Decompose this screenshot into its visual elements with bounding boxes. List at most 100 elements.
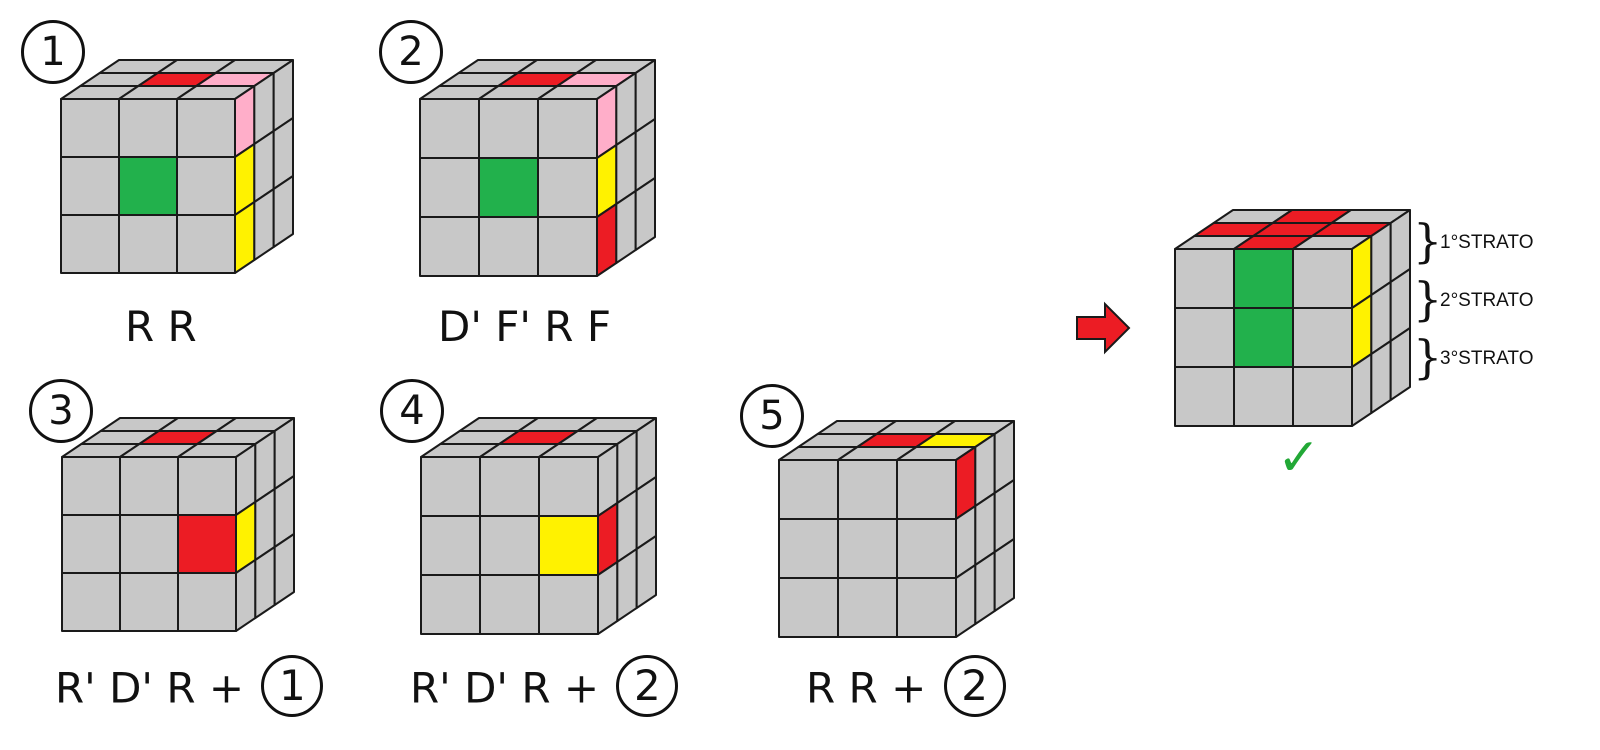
- step-4-front-sticker: [479, 456, 540, 517]
- step-5-front-sticker: [896, 459, 957, 520]
- step-1-front-sticker: [176, 98, 236, 158]
- step-1-badge: 1: [21, 20, 85, 84]
- step-2-right-sticker: [596, 203, 618, 277]
- step-3-front-sticker: [177, 572, 237, 632]
- step-3-right-sticker: [254, 546, 276, 619]
- step-1-front-sticker: [60, 98, 120, 158]
- step-4-front-sticker: [538, 574, 599, 635]
- result-front-sticker: [1174, 248, 1235, 309]
- step-1-front-sticker: [176, 156, 236, 216]
- step-3-front-sticker: [61, 456, 121, 516]
- step-3-badge: 3: [29, 379, 93, 443]
- step-3-front-sticker: [177, 456, 237, 516]
- result-front-sticker: [1233, 307, 1294, 368]
- step-3-front-sticker: [61, 514, 121, 574]
- step-4-algorithm-text: R' D' R +: [410, 663, 600, 713]
- step-4-front-sticker: [538, 456, 599, 517]
- step-1-front-sticker: [60, 156, 120, 216]
- step-3-right-sticker: [235, 559, 257, 632]
- step-1-front-sticker: [118, 156, 178, 216]
- right-arrow-icon: [1076, 301, 1131, 355]
- result-front-sticker: [1292, 248, 1353, 309]
- result-front-sticker: [1233, 366, 1294, 427]
- step-2-right-sticker: [634, 177, 656, 251]
- result-right-sticker: [1389, 327, 1411, 401]
- result-front-sticker: [1292, 366, 1353, 427]
- step-3-front-sticker: [119, 572, 179, 632]
- step-2-front-sticker: [537, 157, 598, 218]
- step-1-front-sticker: [118, 98, 178, 158]
- step-2-algorithm-text: D' F' R F: [438, 302, 611, 351]
- step-2-front-sticker: [419, 98, 480, 159]
- step-5-ref-badge: 2: [943, 655, 1006, 717]
- step-2-front-sticker: [478, 157, 539, 218]
- checkmark-icon: ✓: [1277, 428, 1321, 488]
- layer-3-label: 3°STRATO: [1440, 348, 1534, 369]
- step-1-front-sticker: [60, 214, 120, 274]
- step-5-algorithm-text: R R +: [806, 663, 927, 713]
- step-4-algorithm: R' D' R + 2: [410, 655, 679, 722]
- step-2-front-sticker: [478, 216, 539, 277]
- step-1-algorithm: R R: [125, 306, 197, 348]
- result-front-sticker: [1174, 307, 1235, 368]
- layer-2-brace: }: [1413, 272, 1443, 326]
- step-1-right-sticker: [253, 188, 275, 261]
- result-right-sticker: [1370, 340, 1392, 414]
- step-5-badge: 5: [740, 384, 804, 448]
- step-3-front-sticker: [61, 572, 121, 632]
- step-2-front-sticker: [478, 98, 539, 159]
- step-4-right-sticker: [597, 561, 619, 635]
- step-4-front-sticker: [420, 515, 481, 576]
- step-2-badge: 2: [379, 20, 443, 84]
- result-front-sticker: [1292, 307, 1353, 368]
- step-4-right-sticker: [616, 548, 638, 622]
- result-right-sticker: [1351, 353, 1373, 427]
- step-3-right-sticker: [273, 533, 295, 606]
- step-2-front-sticker: [537, 216, 598, 277]
- step-4-ref-badge: 2: [616, 655, 679, 717]
- step-3-front-sticker: [119, 514, 179, 574]
- step-3-ref-badge: 1: [261, 655, 324, 717]
- result-front-sticker: [1233, 248, 1294, 309]
- step-2-algorithm: D' F' R F: [438, 306, 611, 348]
- step-4-front-sticker: [538, 515, 599, 576]
- step-5-right-sticker: [955, 564, 977, 638]
- step-3-algorithm-text: R' D' R +: [55, 663, 245, 713]
- step-1-algorithm-text: R R: [125, 302, 197, 351]
- step-5-front-sticker: [896, 518, 957, 579]
- layer-1-label: 1°STRATO: [1440, 232, 1534, 253]
- step-5-front-sticker: [896, 577, 957, 638]
- step-2-front-sticker: [537, 98, 598, 159]
- step-5-front-sticker: [837, 459, 898, 520]
- step-4-right-sticker: [635, 535, 657, 609]
- layer-2-label: 2°STRATO: [1440, 290, 1534, 311]
- layer-1-brace: }: [1413, 214, 1443, 268]
- step-4-badge: 4: [380, 379, 444, 443]
- step-1-right-sticker: [272, 175, 294, 248]
- step-5-front-sticker: [778, 518, 839, 579]
- step-4-front-sticker: [420, 574, 481, 635]
- step-5-front-sticker: [837, 577, 898, 638]
- step-1-front-sticker: [176, 214, 236, 274]
- step-2-right-sticker: [615, 190, 637, 264]
- step-3-front-sticker: [177, 514, 237, 574]
- step-5-right-sticker: [993, 538, 1015, 612]
- step-4-front-sticker: [420, 456, 481, 517]
- step-3-front-sticker: [119, 456, 179, 516]
- step-4-front-sticker: [479, 574, 540, 635]
- result-front-sticker: [1174, 366, 1235, 427]
- step-1-right-sticker: [234, 201, 256, 274]
- step-3-algorithm: R' D' R + 1: [55, 655, 324, 722]
- step-1-front-sticker: [118, 214, 178, 274]
- step-5-front-sticker: [778, 577, 839, 638]
- step-5-front-sticker: [778, 459, 839, 520]
- step-5-right-sticker: [974, 551, 996, 625]
- step-5-front-sticker: [837, 518, 898, 579]
- step-4-front-sticker: [479, 515, 540, 576]
- step-2-front-sticker: [419, 157, 480, 218]
- step-2-front-sticker: [419, 216, 480, 277]
- layer-3-brace: }: [1413, 330, 1443, 384]
- step-5-algorithm: R R + 2: [806, 655, 1006, 722]
